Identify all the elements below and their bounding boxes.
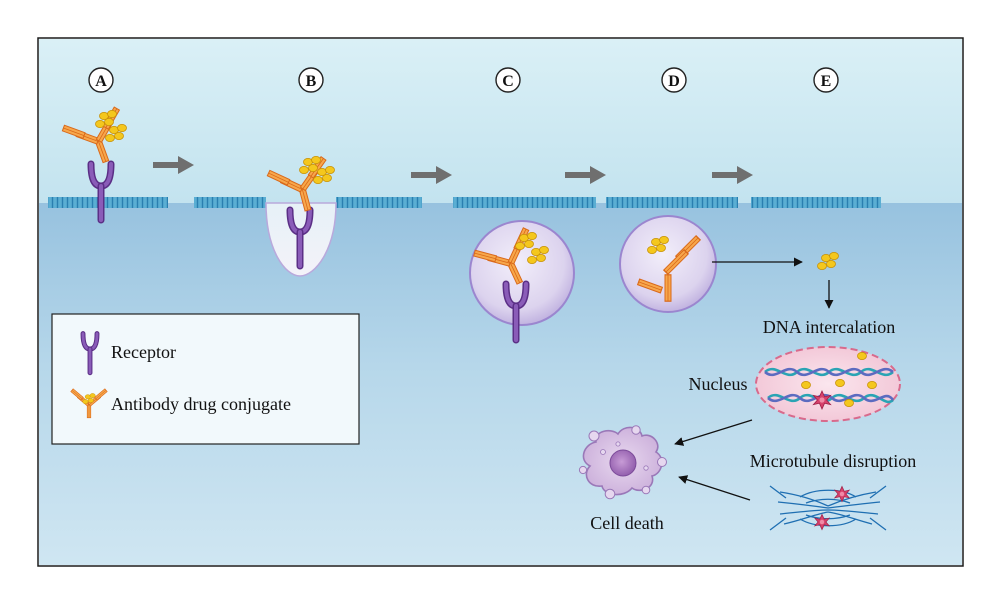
dna-intercalation-label: DNA intercalation <box>763 317 895 337</box>
microtubule-disruption-label: Microtubule disruption <box>750 451 916 471</box>
stage-b-invagination <box>265 156 337 277</box>
legend-adc-label: Antibody drug conjugate <box>111 394 291 414</box>
stage-label-c: C <box>495 67 521 93</box>
legend-receptor-label: Receptor <box>111 342 176 362</box>
process-arrows <box>153 156 753 184</box>
dying-cell-icon <box>578 425 667 500</box>
svg-text:D: D <box>668 73 680 90</box>
svg-text:B: B <box>306 73 317 90</box>
cell-death-label: Cell death <box>590 513 663 533</box>
microtubule-spindle <box>769 485 887 531</box>
pathway-arrows <box>674 257 834 501</box>
svg-text:E: E <box>821 73 832 90</box>
svg-text:A: A <box>95 73 107 90</box>
nucleus <box>755 346 901 422</box>
stage-label-b: B <box>298 67 324 93</box>
legend: Receptor Antibody drug conjugate <box>51 313 360 445</box>
extracellular-region <box>39 39 962 203</box>
cell-membrane <box>48 197 881 208</box>
nucleus-label: Nucleus <box>689 374 748 394</box>
stage-label-e: E <box>813 67 839 93</box>
stage-c-endosome <box>469 220 575 340</box>
stage-label-a: A <box>88 67 114 93</box>
stage-labels: A B C D E <box>88 67 839 93</box>
legend-box <box>51 313 360 445</box>
stage-d-lysosome <box>619 215 717 313</box>
svg-text:C: C <box>502 73 514 90</box>
stage-label-d: D <box>661 67 687 93</box>
